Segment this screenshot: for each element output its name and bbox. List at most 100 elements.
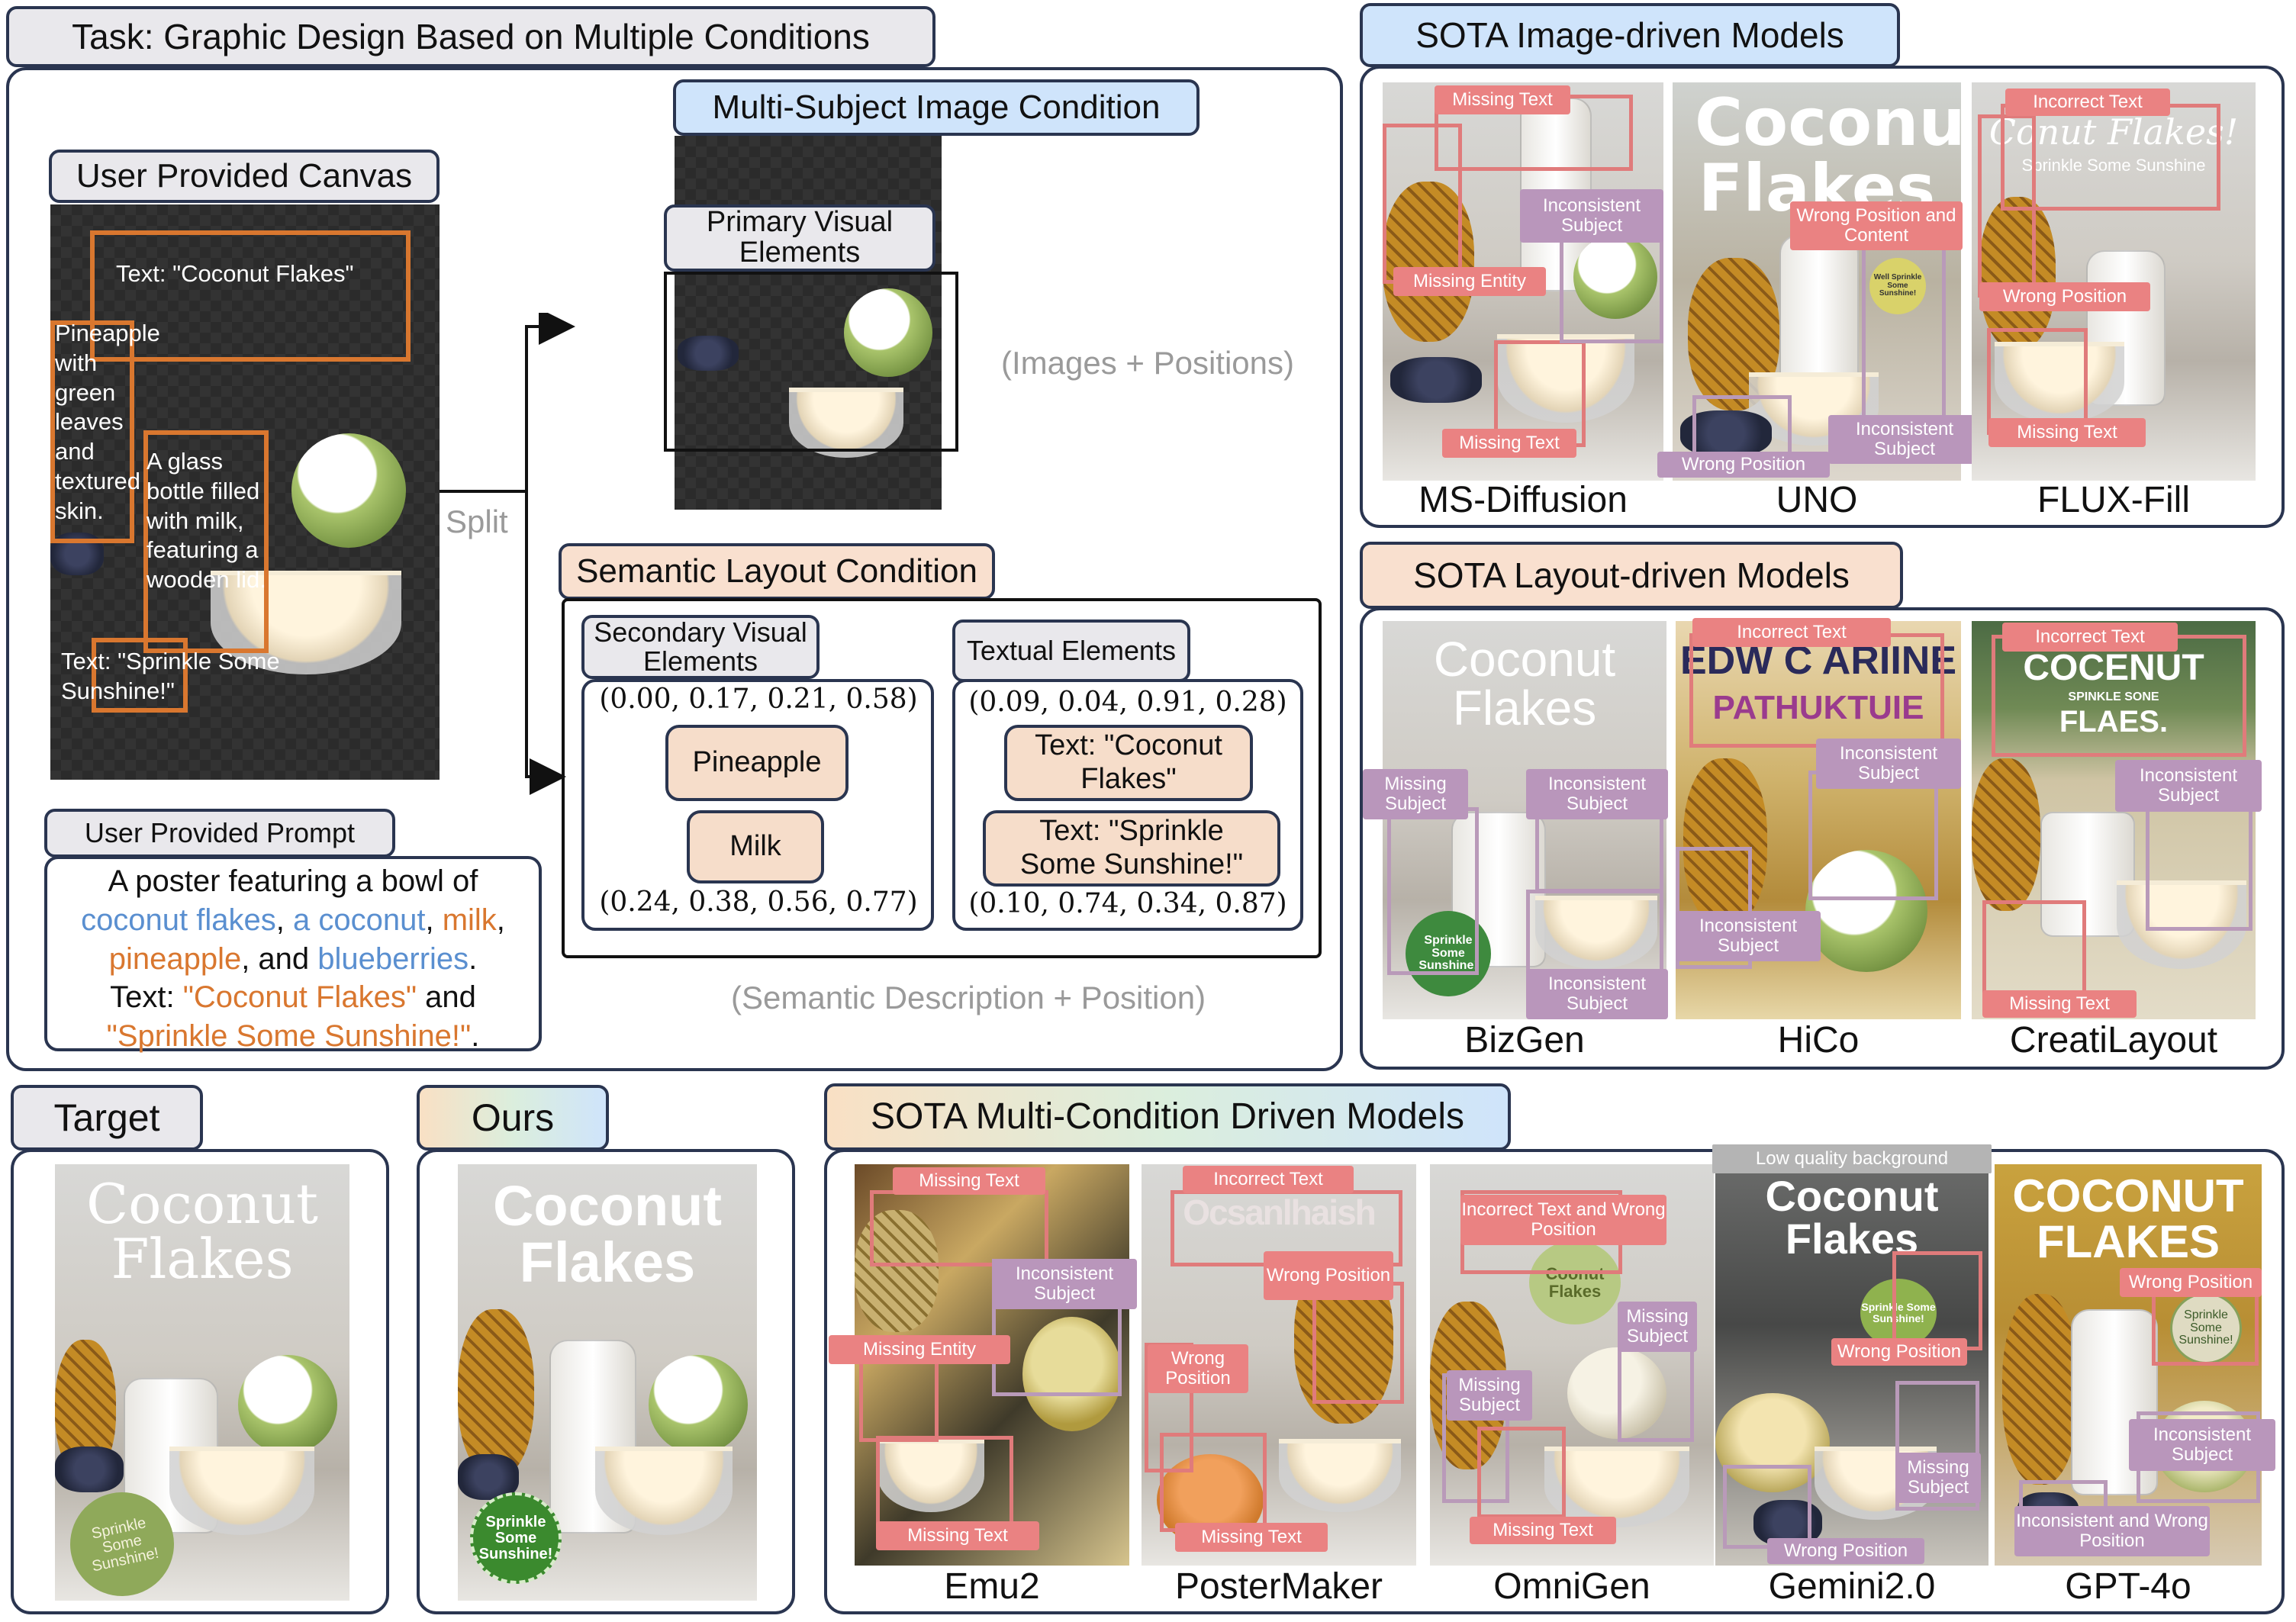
hico-label-inconsistent-1: Inconsistent Subject (1816, 739, 1961, 789)
ms-label-inconsistent: Inconsistent Subject (1520, 189, 1663, 243)
ms-label-missing-entity: Missing Entity (1393, 267, 1546, 296)
target-poster-title: Coconut Flakes (86, 1172, 318, 1291)
image-condition-title: Multi-Subject Image Condition (673, 79, 1200, 136)
uno-badge: Well Sprinkle Some Sunshine! (1869, 258, 1926, 314)
bbox-milk-bottle (143, 430, 269, 653)
ms-bowl (1497, 334, 1634, 423)
ms-label-missing-text-1: Missing Text (1435, 85, 1570, 114)
canvas-bowl (211, 571, 401, 674)
crea-poster-text-2: SPINKLE SONE (2068, 690, 2159, 703)
prompt-coconut-flakes: coconut flakes (81, 903, 276, 937)
ms-blueberries (1390, 357, 1482, 403)
hico-label-inconsistent-2: Inconsistent Subject (1676, 911, 1821, 961)
gpt-label-wrong-pos: Wrong Position (2120, 1268, 2262, 1297)
bizgen-poster: Coconut Flakes Sprinkle Some Sunshine! (1383, 621, 1666, 1019)
prompt-milk: milk (442, 903, 497, 937)
caption-gemini: Gemini2.0 (1768, 1566, 1936, 1607)
prompt-text-label: Text: (110, 980, 183, 1015)
omni-coconut (1567, 1347, 1666, 1439)
prompt-line-1: A poster featuring a bowl of (108, 864, 478, 898)
gem-label-missing-subject: Missing Subject (1895, 1453, 1981, 1503)
prompt-comma-2: , (425, 903, 443, 937)
bbox-pineapple (50, 320, 134, 543)
pm-poster-text: Ocsanlhaish (1183, 1192, 1377, 1232)
primary-bowl (789, 388, 903, 458)
flux-pineapple (1979, 197, 2056, 349)
gem-poster-title: Coconut Flakes (1765, 1172, 1939, 1263)
task-title: Task: Graphic Design Based on Multiple C… (6, 6, 935, 67)
element-pineapple: Pineapple (665, 725, 849, 801)
target-blueberries (55, 1447, 124, 1492)
caption-flux-fill: FLUX-Fill (2037, 480, 2190, 520)
pm-bowl (1279, 1439, 1401, 1512)
bbox-text-sprinkle (92, 638, 188, 713)
emu2-label-inconsistent: Inconsistent Subject (992, 1259, 1137, 1309)
image-condition-canvas (675, 136, 942, 510)
bizgen-bowl (1535, 896, 1657, 969)
flux-poster-title: Conut Flakes! (1988, 111, 2239, 153)
bizgen-inconsistent-box-2 (1526, 890, 1663, 974)
emu2-label-missing-text-1: Missing Text (893, 1167, 1045, 1195)
pm-missing-box (1160, 1433, 1267, 1532)
caption-bizgen: BizGen (1464, 1020, 1585, 1060)
prompt-comma-1: , (275, 903, 293, 937)
gem-label-low-quality: Low quality background (1712, 1144, 1992, 1173)
omni-bowl (1544, 1447, 1689, 1527)
hico-incorrect-box (1689, 633, 1944, 748)
prompt-title: User Provided Prompt (44, 809, 395, 858)
coord-pineapple: (0.00, 0.17, 0.21, 0.58) (599, 684, 918, 715)
ours-poster: Coconut Flakes Sprinkle Some Sunshine! (458, 1164, 757, 1601)
omni-missing-text-box (1477, 1427, 1566, 1518)
target-bowl (169, 1447, 314, 1535)
gem-label-wrong-pos-1: Wrong Position (1831, 1338, 1967, 1366)
ours-bowl (595, 1447, 733, 1535)
gpt-label-inconsistent: Inconsistent Subject (2129, 1419, 2275, 1471)
pm-label-wrong-pos-2: Wrong Position (1148, 1344, 1248, 1393)
split-arrows (440, 313, 575, 795)
hico-poster-text-2: PATHUKTUIE (1712, 689, 1924, 726)
gem-wrong-pos-box-2 (1723, 1465, 1811, 1549)
emu2-fruit-2 (1022, 1317, 1122, 1431)
hico-pineapple (1683, 758, 1767, 926)
ms-coconut (1573, 235, 1657, 319)
caption-omnigen: OmniGen (1493, 1566, 1650, 1607)
caption-gpt4o: GPT-4o (2065, 1566, 2191, 1607)
pm-label-incorrect: Incorrect Text (1183, 1166, 1354, 1193)
prompt-and: , and (241, 941, 318, 976)
primary-title: Primary Visual Elements (664, 204, 935, 272)
target-poster: Coconut Flakes Sprinkle Some Sunshine! (55, 1164, 349, 1601)
user-canvas: Text: "Coconut Flakes" Pineapple with gr… (50, 204, 440, 780)
crea-label-incorrect: Incorrect Text (2002, 623, 2178, 652)
prompt-and-2: and (417, 980, 476, 1015)
bizgen-label-inconsistent-1: Inconsistent Subject (1526, 769, 1668, 819)
ours-coconut (649, 1355, 748, 1454)
prompt-comma-3: , (496, 903, 505, 937)
target-coconut (238, 1355, 337, 1454)
uno-inconsistent-box (1862, 244, 1946, 420)
semantic-note: (Semantic Description + Position) (731, 980, 1206, 1015)
hico-inconsistent-box-2 (1676, 847, 1752, 969)
caption-hico: HiCo (1777, 1020, 1860, 1060)
flux-wrong-pos-box (1978, 114, 2036, 298)
secondary-box (581, 679, 934, 931)
uno-label-wrong-pos: Wrong Position (1657, 452, 1830, 478)
prompt-a-coconut: a coconut (293, 903, 426, 937)
gemini-poster: Coconut Flakes Sprinkle Some Sunshine! (1715, 1164, 1988, 1566)
caption-postermaker: PosterMaker (1174, 1566, 1383, 1607)
element-milk: Milk (687, 810, 824, 883)
coord-text-2: (0.10, 0.74, 0.34, 0.87) (968, 888, 1287, 919)
primary-bbox (664, 272, 958, 452)
prompt-text-coconut-flakes: "Coconut Flakes" (182, 980, 417, 1015)
prompt-box: A poster featuring a bowl of coconut fla… (44, 856, 542, 1053)
pm-label-wrong-pos-1: Wrong Position (1264, 1251, 1393, 1300)
crea-label-inconsistent: Inconsistent Subject (2115, 760, 2262, 812)
bizgen-label-missing-subject: Missing Subject (1363, 769, 1468, 819)
images-positions-note: (Images + Positions) (1001, 345, 1294, 381)
emu2-fruit-1 (855, 1210, 939, 1332)
coord-text-1: (0.09, 0.04, 0.91, 0.28) (968, 687, 1287, 718)
target-title: Target (11, 1085, 203, 1151)
crea-jar (2040, 812, 2135, 937)
flux-label-incorrect: Incorrect Text (2005, 89, 2170, 116)
hico-inconsistent-box-1 (1808, 771, 1938, 900)
bbox-text-coconut-flakes (90, 230, 411, 362)
